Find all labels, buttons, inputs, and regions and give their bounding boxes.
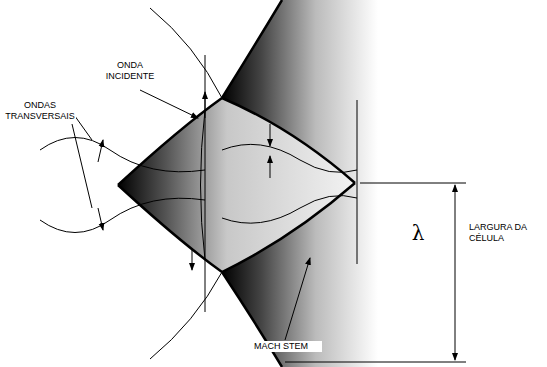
dimension-label: LARGURA DA CÉLULA [468,222,540,244]
wave-label: ONDAS TRANSVERSAIS [4,100,76,122]
mach-stem-label: MACH STEM [240,341,322,352]
wave-label: ONDA INCIDENTE [100,60,160,82]
lambda-symbol: λ [408,222,428,244]
